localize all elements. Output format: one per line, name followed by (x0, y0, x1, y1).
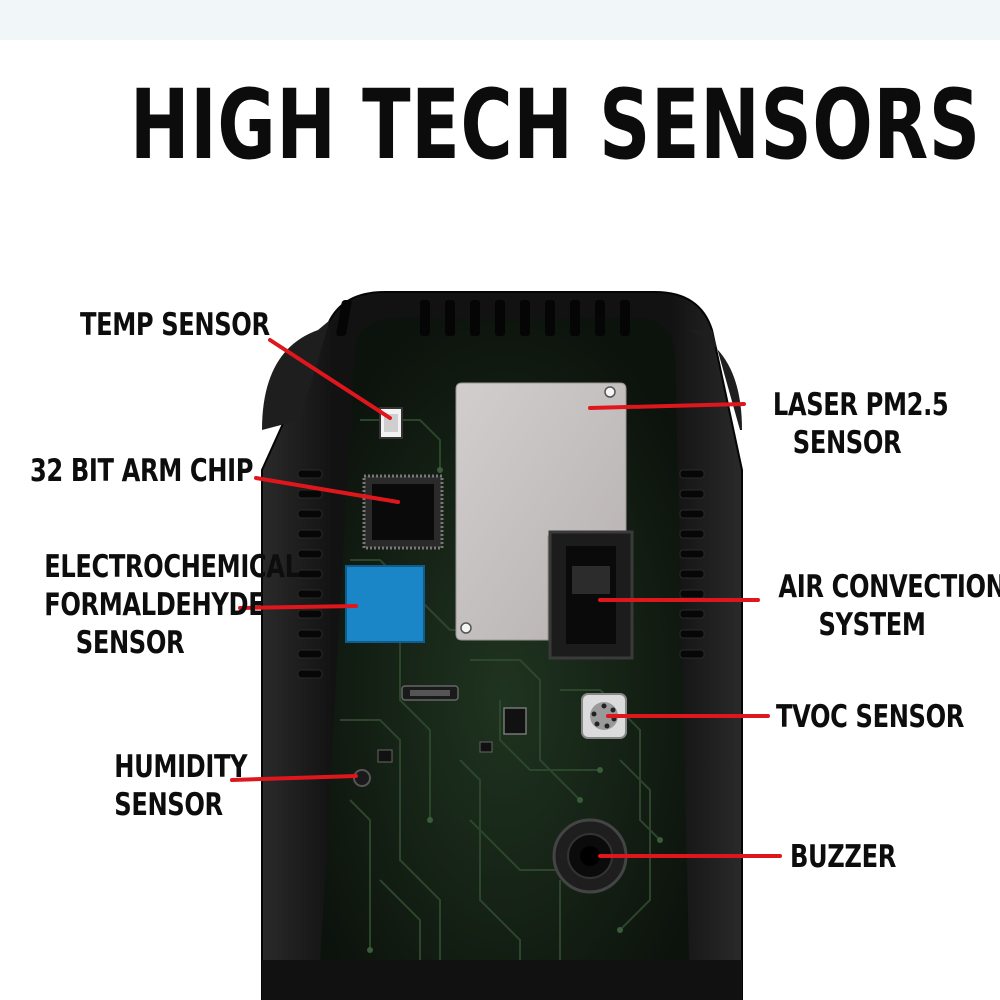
label-buzzer: BUZZER (790, 839, 896, 875)
label-formaldehyde-line-2: FORMALDEHYDE (44, 587, 265, 623)
connector-component (401, 685, 459, 701)
label-humidity: HUMIDITY SENSOR (114, 748, 248, 824)
pointer-temp-sensor (268, 338, 392, 420)
laser-pm25-module (455, 382, 627, 641)
label-air-convection-line-2: SYSTEM (818, 607, 926, 643)
device-bottom (262, 960, 742, 1000)
label-laser-pm25: LASER PM2.5 SENSOR (772, 386, 949, 462)
label-laser-line-1: LASER PM2.5 (772, 387, 949, 423)
arm-chip-component (362, 474, 444, 550)
label-humidity-line-2: SENSOR (114, 787, 223, 823)
air-convection-fan (548, 530, 634, 660)
label-air-convection-line-1: AIR CONVECTION (778, 569, 1000, 605)
label-formaldehyde: ELECTROCHEMICAL FORMALDEHYDE SENSOR (44, 548, 300, 662)
label-formaldehyde-line-1: ELECTROCHEMICAL (44, 549, 300, 585)
humidity-sensor-component (353, 769, 371, 787)
label-tvoc: TVOC SENSOR (776, 699, 964, 735)
label-laser-line-2: SENSOR (792, 425, 902, 461)
pointer-arm-chip (254, 476, 400, 504)
top-band (0, 0, 1000, 40)
label-arm-chip: 32 BIT ARM CHIP (30, 453, 254, 489)
top-vents (336, 300, 630, 336)
label-air-convection: AIR CONVECTION SYSTEM (778, 568, 1000, 644)
pointer-lines (230, 338, 782, 858)
pointer-laser (588, 402, 746, 410)
label-temp-sensor: TEMP SENSOR (80, 307, 270, 343)
label-humidity-line-1: HUMIDITY (114, 749, 248, 785)
smd-component (479, 741, 493, 753)
pointer-formaldehyde (238, 604, 358, 610)
side-vents (297, 469, 705, 679)
page-title: HIGH TECH SENSORS (130, 69, 981, 181)
small-ic-component (503, 707, 527, 735)
pointer-humidity (230, 774, 358, 782)
smd-component (377, 749, 393, 763)
label-formaldehyde-line-3: SENSOR (75, 625, 185, 661)
formaldehyde-sensor-component (345, 565, 425, 643)
